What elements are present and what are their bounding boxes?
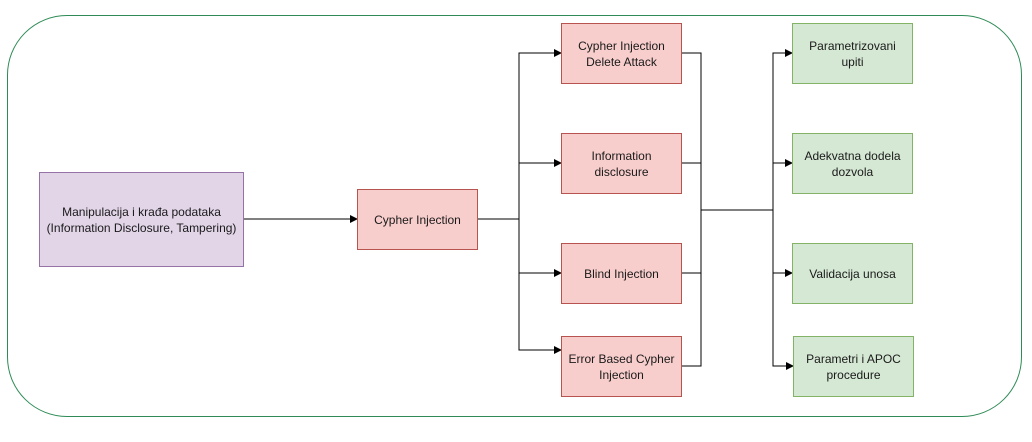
mitigation-node-input-validation: Validacija unosa (792, 243, 913, 304)
edge-attack-4-out (682, 210, 702, 367)
source-node: Manipulacija i krađa podataka (Informati… (39, 172, 244, 267)
edge-hub-to-attack-4 (518, 273, 562, 354)
edge-attack-1-out (682, 52, 702, 210)
mitigation-node-permissions: Adekvatna dodela dozvola (792, 133, 913, 194)
edge-attack-3-out (682, 210, 702, 274)
edge-hub-to-attack-1 (477, 49, 562, 220)
edge-to-mitigation-3 (772, 210, 793, 277)
attack-node-blind-injection: Blind Injection (561, 243, 682, 304)
mitigation-node-parametrized-queries: Parametrizovani upiti (792, 23, 913, 84)
attack-node-information-disclosure: Information disclosure (561, 133, 682, 194)
hub-node-cypher-injection: Cypher Injection (357, 189, 478, 250)
attack-node-delete: Cypher Injection Delete Attack (561, 23, 682, 84)
edge-hub-to-attack-3 (518, 219, 562, 277)
edge-to-mitigation-4 (772, 273, 794, 370)
mitigation-node-apoc: Parametri i APOC procedure (793, 336, 914, 397)
diagram-frame (7, 15, 1022, 417)
edge-to-mitigation-1 (772, 49, 793, 210)
attack-node-error-based: Error Based Cypher Injection (561, 336, 682, 397)
